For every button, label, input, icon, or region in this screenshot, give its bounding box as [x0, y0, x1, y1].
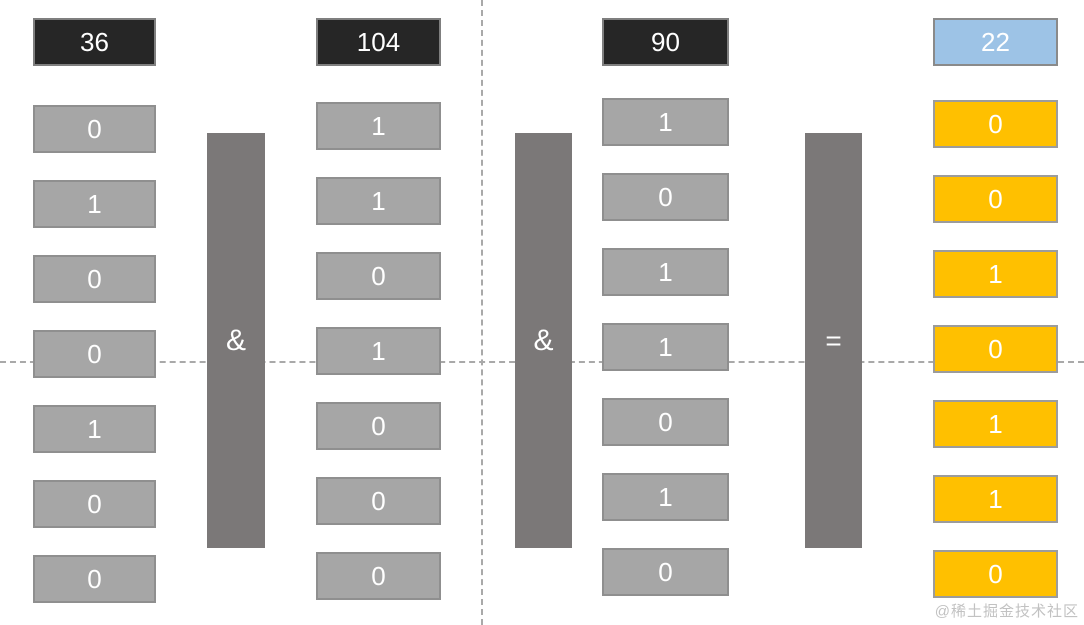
- bit-list: 0 1 0 0 1 0 0: [33, 105, 156, 603]
- result-column: 22 0 0 1 0 1 1 0: [933, 18, 1058, 598]
- bit-box: 0: [316, 252, 441, 300]
- bit-box: 1: [933, 400, 1058, 448]
- bit-list: 1 1 0 1 0 0 0: [316, 102, 441, 600]
- bit-box: 1: [316, 327, 441, 375]
- bit-box: 0: [33, 330, 156, 378]
- result-value-box: 22: [933, 18, 1058, 66]
- bit-box: 0: [933, 175, 1058, 223]
- bit-box: 1: [602, 98, 729, 146]
- bit-box: 0: [33, 255, 156, 303]
- operand-column-3: 90 1 0 1 1 0 1 0: [602, 18, 729, 596]
- bit-box: 0: [316, 552, 441, 600]
- bit-box: 0: [933, 100, 1058, 148]
- bit-box: 0: [933, 550, 1058, 598]
- bit-box: 1: [602, 473, 729, 521]
- bit-box: 0: [33, 555, 156, 603]
- bit-box: 1: [602, 323, 729, 371]
- bit-box: 0: [33, 480, 156, 528]
- bit-box: 0: [602, 398, 729, 446]
- bit-box: 0: [602, 173, 729, 221]
- bit-box: 1: [33, 405, 156, 453]
- and-operator-bar: &: [207, 133, 265, 548]
- equals-operator-bar: =: [805, 133, 862, 548]
- vertical-guide-line: [481, 0, 483, 625]
- operand-value-box: 90: [602, 18, 729, 66]
- and-operator-bar: &: [515, 133, 572, 548]
- bit-list: 0 0 1 0 1 1 0: [933, 100, 1058, 598]
- bit-box: 0: [33, 105, 156, 153]
- operand-value-box: 104: [316, 18, 441, 66]
- bit-box: 1: [602, 248, 729, 296]
- operand-column-2: 104 1 1 0 1 0 0 0: [316, 18, 441, 600]
- bit-box: 1: [933, 475, 1058, 523]
- bit-box: 0: [602, 548, 729, 596]
- bit-box: 1: [316, 102, 441, 150]
- bit-box: 1: [33, 180, 156, 228]
- bit-box: 0: [316, 402, 441, 450]
- bit-list: 1 0 1 1 0 1 0: [602, 98, 729, 596]
- operand-column-1: 36 0 1 0 0 1 0 0: [33, 18, 156, 603]
- bit-box: 0: [316, 477, 441, 525]
- watermark-text: @稀土掘金技术社区: [934, 603, 1079, 620]
- bit-box: 1: [316, 177, 441, 225]
- operand-value-box: 36: [33, 18, 156, 66]
- bit-box: 1: [933, 250, 1058, 298]
- bit-box: 0: [933, 325, 1058, 373]
